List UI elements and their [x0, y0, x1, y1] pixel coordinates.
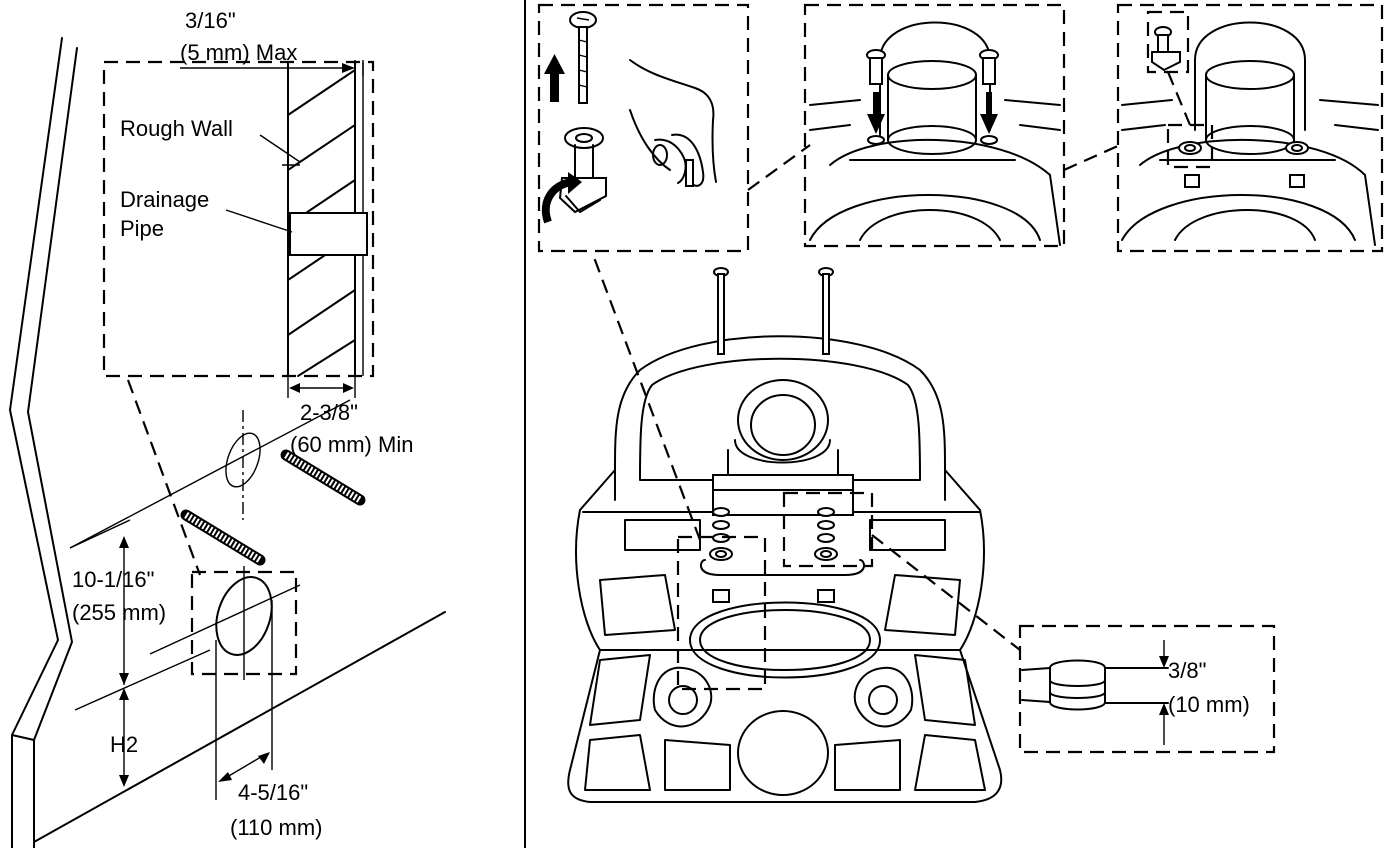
detail-bolt-assembly [537, 3, 750, 253]
spacer-profile [1021, 659, 1169, 711]
drainage-label-line2: Pipe [120, 216, 164, 241]
min-depth-metric-label: (60 mm) Min [290, 432, 413, 457]
spacer-height-label: 3/8" [1168, 658, 1206, 683]
threaded-rod-upper [280, 449, 366, 506]
detail-spacer-installed [1116, 3, 1384, 253]
detail-spacer-height [1018, 624, 1276, 754]
drainage-pipe [289, 212, 368, 256]
spacer-sleeve [558, 127, 607, 214]
drainage-label-line1: Drainage [120, 187, 209, 212]
down-arrow-icon [867, 92, 998, 134]
mounting-bolt-left [713, 267, 729, 355]
spacer-right-b [979, 49, 999, 145]
threaded-rod-lower [180, 509, 266, 566]
hand-icon [629, 59, 717, 187]
wall-section-detail [102, 60, 375, 378]
bowl-outlet-b [809, 21, 1061, 246]
mounting-bolt-right [818, 267, 834, 355]
bolt-screw [569, 11, 597, 104]
wall-outline [9, 37, 446, 849]
spacer-left-b [866, 49, 886, 145]
max-gap-metric-label: (5 mm) Max [180, 40, 297, 65]
spacer-stack-right [814, 507, 838, 603]
toilet-bowl-main [567, 335, 1003, 803]
spacer-height-metric-label: (10 mm) [1168, 692, 1250, 717]
callout-right-spacer [782, 491, 874, 568]
detail-spacer-insert [803, 3, 1066, 248]
up-arrow-icon [544, 54, 565, 102]
width-metric-label: (110 mm) [230, 815, 323, 840]
rough-wall-label: Rough Wall [120, 116, 233, 141]
callout-left-spacer [676, 535, 767, 691]
height-1-metric-label: (255 mm) [72, 600, 166, 625]
height-1-label: 10-1/16" [72, 567, 154, 592]
spacer-stack-left [709, 507, 733, 603]
rotate-arrow-icon [541, 172, 582, 224]
height-2-label: H2 [110, 732, 138, 757]
bowl-outlet-c [1121, 21, 1379, 246]
width-label: 4-5/16" [238, 780, 308, 805]
spacer-location-c [1166, 123, 1214, 169]
max-gap-label: 3/16" [185, 8, 236, 33]
